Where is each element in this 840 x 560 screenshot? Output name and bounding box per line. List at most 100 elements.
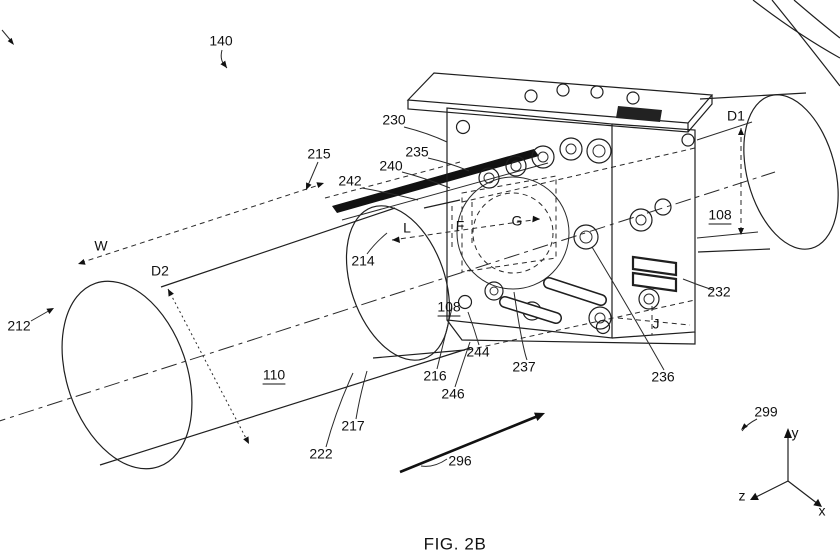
bolt-hole-inner xyxy=(635,214,647,226)
hidden-tube-top xyxy=(461,147,696,203)
z-axis xyxy=(751,480,789,500)
ref-label-216: 216 xyxy=(423,368,447,384)
inner-cylinder-bottom-edge xyxy=(372,349,466,359)
lfg-dimension-line xyxy=(391,218,541,241)
corner-screw xyxy=(681,133,695,147)
bolt-hole xyxy=(559,137,583,161)
ref-label-237: 237 xyxy=(512,359,536,375)
ref-label-236: 236 xyxy=(651,369,675,385)
ref-label-299: 299 xyxy=(754,404,778,420)
ref-label-y: y xyxy=(792,425,799,441)
ref-label-W: W xyxy=(94,238,108,254)
rod-lower-line xyxy=(341,162,549,221)
bore-outer-circle xyxy=(456,176,570,290)
connector-port xyxy=(631,271,678,293)
bolt-hole xyxy=(484,281,504,301)
d2-dimension xyxy=(167,288,250,445)
ref-label-242: 242 xyxy=(338,173,362,189)
dim-arrowhead xyxy=(168,289,174,297)
ref-label-230: 230 xyxy=(382,112,406,128)
ref-label-240: 240 xyxy=(379,158,403,174)
slot-fill xyxy=(500,297,561,323)
right-cylinder-line xyxy=(696,231,759,239)
dim-arrowhead xyxy=(78,259,86,265)
connector-port xyxy=(631,255,678,277)
bolt-hole-inner xyxy=(565,143,577,155)
d2-dimension-line xyxy=(167,288,250,445)
ref-label-215: 215 xyxy=(307,146,331,162)
inner-cylinder-top-edge xyxy=(423,199,461,209)
leader-232 xyxy=(682,278,714,291)
y-axis-arrowhead xyxy=(784,428,792,438)
hidden-tube-bottom xyxy=(467,299,696,351)
mounting-plate xyxy=(391,72,714,345)
corner-screw xyxy=(595,319,611,335)
leader-222 xyxy=(325,372,354,448)
w-dimension xyxy=(78,182,324,265)
bolt-hole xyxy=(638,288,660,310)
leader-235 xyxy=(427,157,470,172)
bolt-hole xyxy=(629,208,653,232)
bolt-hole-row xyxy=(478,137,612,189)
corner-screw xyxy=(457,294,473,310)
top-flange-edge xyxy=(687,95,713,133)
bolt-hole-inner xyxy=(594,312,606,324)
right-cylinder-bottom-edge xyxy=(697,248,771,253)
bolt-hole-inner xyxy=(643,293,655,305)
z-axis-arrowhead xyxy=(750,492,759,500)
leader-140-arrowhead xyxy=(220,60,227,68)
leader-230 xyxy=(403,126,448,143)
flare-curve xyxy=(771,0,840,87)
ref-label-244: 244 xyxy=(466,344,490,360)
connector-232 xyxy=(631,255,678,293)
leader-244 xyxy=(467,311,480,346)
bolt-hole xyxy=(573,224,599,250)
outer-cylinder xyxy=(61,147,696,470)
leader-246 xyxy=(454,341,471,388)
x-axis xyxy=(787,480,819,505)
bolt-hole-inner xyxy=(483,172,495,184)
j-dimension-line xyxy=(617,317,691,326)
ref-label-108: 108 xyxy=(437,299,461,315)
bolt-hole xyxy=(478,167,500,189)
arrow-shaft xyxy=(399,414,539,474)
ref-label-F: F xyxy=(456,218,465,234)
ref-label-D1: D1 xyxy=(727,108,745,124)
flare-curve xyxy=(793,0,840,39)
slot-fill xyxy=(544,278,606,305)
slot-pair xyxy=(499,277,607,324)
flange-bolt xyxy=(590,85,604,99)
leader-214 xyxy=(366,232,388,255)
cylinder-end-face xyxy=(61,280,193,470)
bolt-hole-inner xyxy=(592,144,606,158)
leader-240 xyxy=(401,171,451,189)
dim-arrowhead xyxy=(738,128,744,135)
ref-label-x: x xyxy=(819,503,826,519)
reference-labels: 140230235240242215214WD22121101081082162… xyxy=(7,33,825,519)
leader-lines xyxy=(30,49,714,467)
dim-arrowhead xyxy=(316,182,324,188)
bolt-hole-inner xyxy=(537,151,549,163)
w-dimension-line xyxy=(79,183,323,264)
leader-299-arrowhead xyxy=(741,423,748,430)
flange-bolt xyxy=(626,91,640,105)
ref-label-J: J xyxy=(653,316,660,332)
hidden-window xyxy=(461,175,557,273)
ref-label-212: 212 xyxy=(7,318,31,334)
flange-connector xyxy=(616,106,662,122)
rod-body xyxy=(332,149,539,213)
dim-arrowhead xyxy=(738,228,744,235)
dim-arrowhead xyxy=(243,436,249,444)
bolt-hole-inner xyxy=(510,160,522,172)
corner-screw xyxy=(455,119,471,135)
ref-label-222: 222 xyxy=(309,446,333,462)
ref-label-L: L xyxy=(403,220,411,236)
flare-curve xyxy=(752,0,840,59)
ref-label-z: z xyxy=(739,488,746,504)
ref-label-235: 235 xyxy=(405,144,429,160)
x-axis-arrowhead xyxy=(813,498,822,507)
bolt-hole-inner xyxy=(489,286,499,296)
bolt-hole xyxy=(654,198,672,216)
